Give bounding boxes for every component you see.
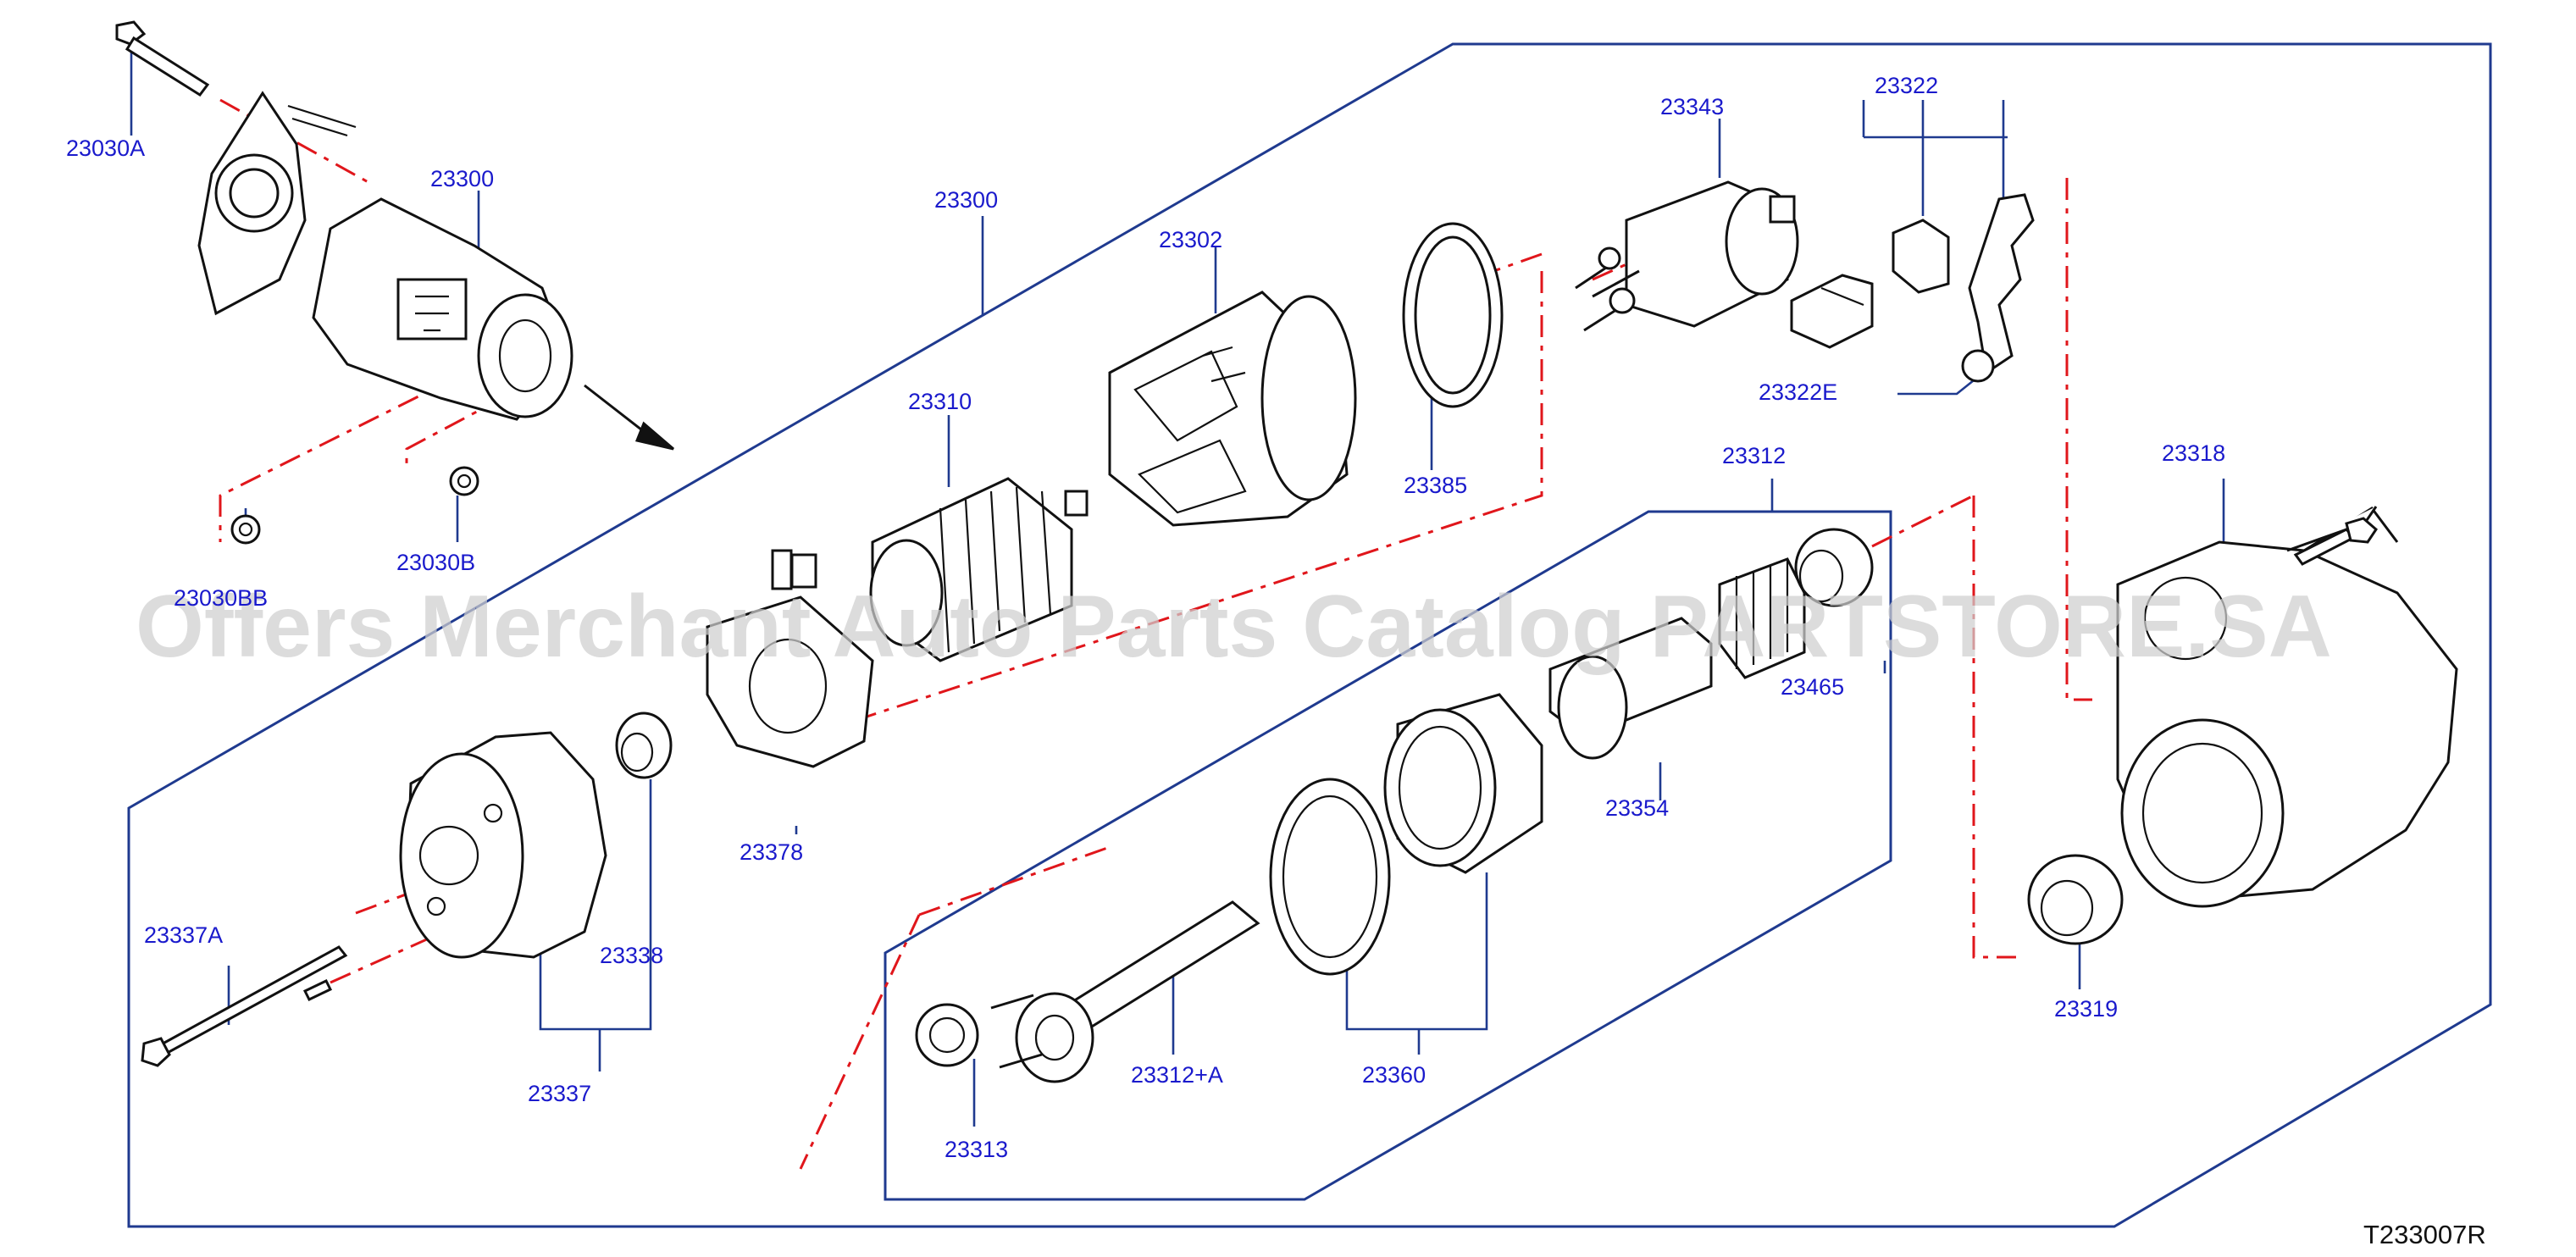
label-23378: 23378: [740, 839, 803, 865]
diagram-code: T233007R: [2363, 1220, 2486, 1249]
nut-23030B: [449, 466, 479, 496]
bushing-23465: [1794, 528, 1874, 607]
label-23310: 23310: [908, 389, 972, 414]
label-23313: 23313: [945, 1137, 1008, 1162]
watermark-text: Offers Merchant Auto Parts Catalog PARTS…: [136, 578, 2332, 676]
label-23337A: 23337A: [144, 922, 223, 948]
label-23360: 23360: [1362, 1062, 1426, 1088]
label-23337: 23337: [528, 1081, 591, 1106]
label-23030A: 23030A: [66, 136, 145, 161]
label-23322E: 23322E: [1759, 379, 1837, 405]
mounted-starter-motor: [197, 91, 674, 451]
shaft-23312A: [990, 900, 1260, 1083]
alignment-lines: [219, 98, 2092, 1170]
label-23343: 23343: [1660, 94, 1724, 119]
rear-cover-23337: [399, 731, 607, 959]
label-23312: 23312: [1722, 443, 1786, 468]
label-23312A: 23312+A: [1131, 1062, 1223, 1088]
bushing-23319: [2027, 854, 2124, 945]
gear-housing-23318: [2116, 506, 2458, 908]
label-23300-top: 23300: [430, 166, 494, 191]
bushing-23338: [615, 712, 673, 779]
label-23322: 23322: [1875, 73, 1938, 98]
label-23030BB: 23030BB: [174, 585, 268, 611]
yoke-23302: [1108, 291, 1357, 527]
armature-23310: [869, 477, 1089, 662]
label-23030B: 23030B: [396, 550, 475, 575]
solenoid-23343: [1575, 180, 1799, 332]
assembly-frame-23312: [884, 510, 1892, 1201]
label-23354: 23354: [1605, 795, 1669, 821]
label-23338: 23338: [600, 943, 663, 968]
label-23319: 23319: [2054, 996, 2118, 1022]
label-23385: 23385: [1404, 473, 1467, 498]
bolt-23030A: [115, 20, 210, 97]
pinion-shaft-23312: [1548, 557, 1806, 760]
assembly-frame-23300: [127, 42, 2492, 1228]
lever-set-23322: [1790, 193, 2035, 383]
label-23302: 23302: [1159, 227, 1222, 252]
ring-23385: [1402, 222, 1504, 408]
label-23318: 23318: [2162, 440, 2225, 466]
label-23465: 23465: [1781, 674, 1844, 700]
nut-23030BB: [230, 514, 261, 545]
bolt-23337A: [141, 945, 348, 1067]
label-23300-main: 23300: [934, 187, 998, 213]
bolt-23318: [2293, 517, 2378, 566]
pinion-gear-23313: [915, 1003, 979, 1067]
clutch-23360: [1269, 693, 1543, 976]
brush-holder-23378: [706, 549, 874, 768]
